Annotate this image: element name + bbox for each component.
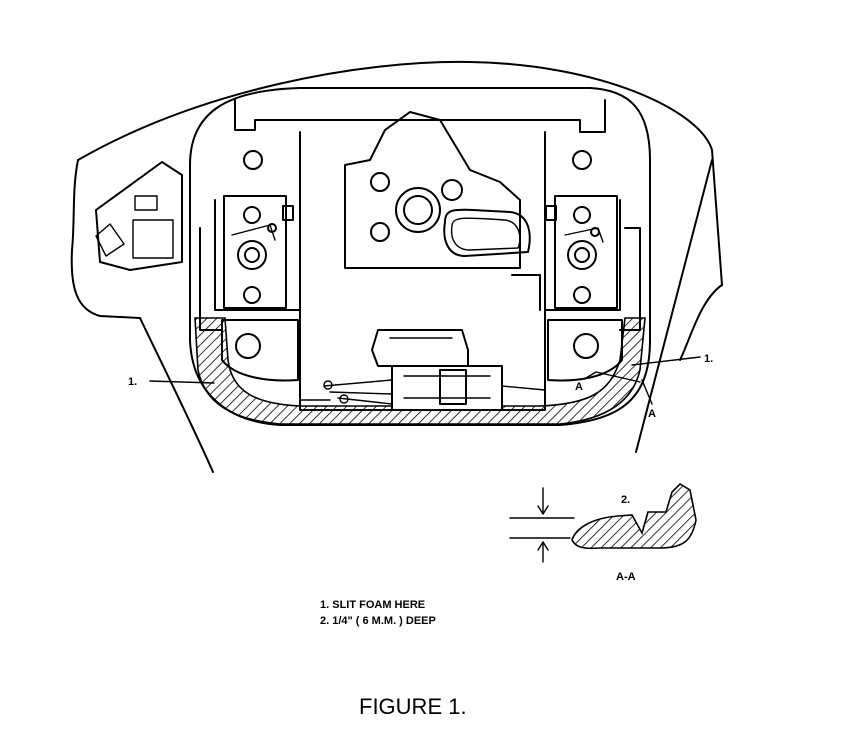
foam-cross-hatch xyxy=(194,317,646,425)
steering-wheel-outline xyxy=(70,60,723,319)
note-2: 2. 1/4" ( 6 M.M. ) DEEP xyxy=(320,615,436,627)
right-bracket xyxy=(511,150,641,331)
wiring-connector xyxy=(299,329,546,411)
callouts: 1. 1. A A xyxy=(128,353,713,420)
left-bracket xyxy=(199,150,294,331)
section-detail: 2. A-A xyxy=(509,482,697,583)
section-foam-profile xyxy=(571,482,697,550)
callout-left: 1. xyxy=(128,376,137,388)
notes-block: 1. SLIT FOAM HERE 2. 1/4" ( 6 M.M. ) DEE… xyxy=(320,599,436,627)
left-trim-panel xyxy=(95,161,183,271)
section-label: A-A xyxy=(616,571,636,583)
hub-nut xyxy=(395,187,441,233)
figure-title: FIGURE 1. xyxy=(359,694,467,719)
section-mark-2: A xyxy=(648,408,656,420)
lower-pads xyxy=(221,319,623,382)
detail-callout: 2. xyxy=(621,494,630,506)
wheel-spokes xyxy=(139,159,723,473)
callout-right: 1. xyxy=(704,353,713,365)
note-1: 1. SLIT FOAM HERE xyxy=(320,599,425,611)
center-plate xyxy=(344,111,531,269)
section-mark-1: A xyxy=(575,381,583,393)
